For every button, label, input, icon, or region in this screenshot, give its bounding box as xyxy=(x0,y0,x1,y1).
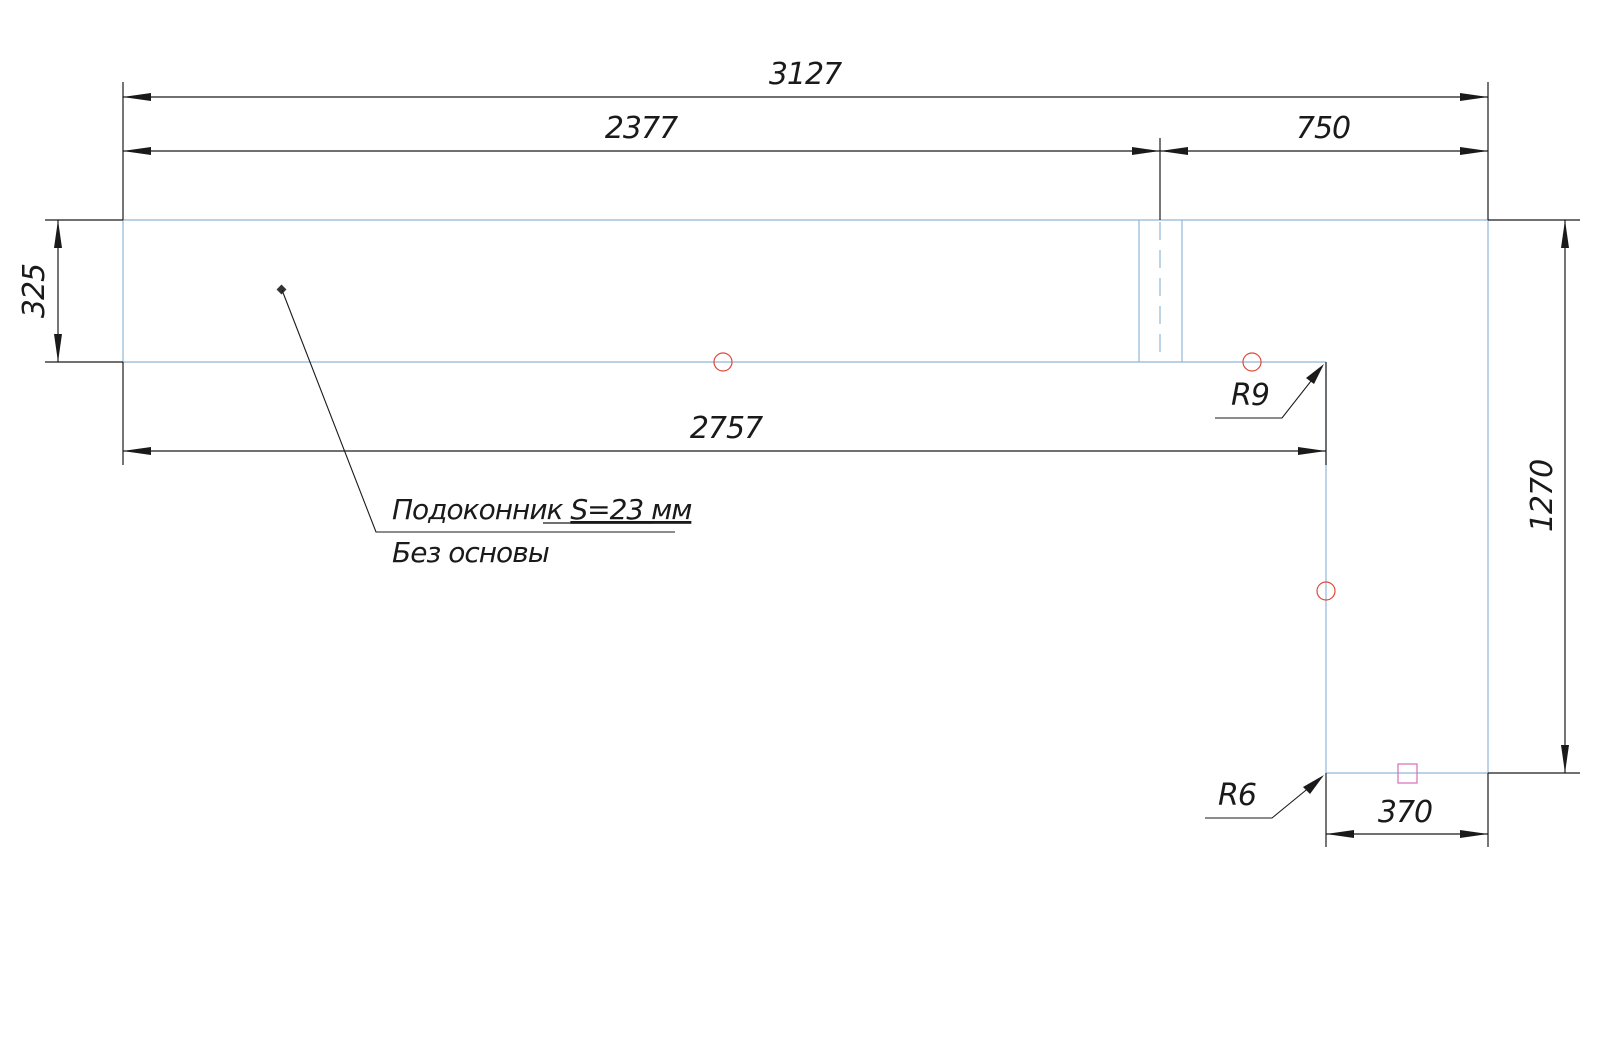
note-thickness-spec: S=23 мм xyxy=(570,493,692,526)
arrow-left-depth-top xyxy=(54,220,62,248)
dimension-overall: 3127 xyxy=(123,57,1488,101)
note-callout: Подоконник S=23 мм Без основы xyxy=(276,284,693,569)
marker-circle-vertical xyxy=(1316,581,1336,601)
marker-circle-right xyxy=(1242,352,1262,372)
dimension-left-segment: 2377 xyxy=(123,111,1160,155)
note-line-2: Без основы xyxy=(392,536,549,569)
marker-circle-left xyxy=(713,352,733,372)
arrow-right-segment-right xyxy=(1460,147,1488,155)
leader-note xyxy=(281,289,675,533)
dim-text-right-depth: 1270 xyxy=(1525,460,1560,532)
arrow-right-depth-top xyxy=(1561,220,1569,248)
arrow-overall-left xyxy=(123,93,151,101)
dim-text-inner-length: 2757 xyxy=(690,411,763,446)
dimension-inner-length: 2757 xyxy=(123,411,1326,455)
marker-square-bottom xyxy=(1397,763,1418,784)
seam-joint xyxy=(1138,220,1183,362)
dimension-right-depth: 1270 xyxy=(1525,220,1569,773)
dimension-right-segment: 750 xyxy=(1160,111,1488,155)
note-line-1: Подоконник S=23 мм xyxy=(392,493,692,526)
arrow-inner-length-right xyxy=(1298,447,1326,455)
arrow-overall-right xyxy=(1460,93,1488,101)
arrow-bottom-width-right xyxy=(1460,830,1488,838)
part-outline xyxy=(122,219,1489,774)
radius-text-inner: R9 xyxy=(1231,378,1269,413)
arrow-radius-inner xyxy=(1306,364,1324,384)
arrow-right-depth-bottom xyxy=(1561,745,1569,773)
dimension-left-depth: 325 xyxy=(17,220,62,362)
arrow-right-segment-left xyxy=(1160,147,1188,155)
arrow-left-segment-left xyxy=(123,147,151,155)
leader-radius-inner xyxy=(1215,366,1323,419)
dim-text-overall: 3127 xyxy=(769,57,842,92)
dim-text-bottom-width: 370 xyxy=(1378,795,1432,830)
arrow-radius-bottom xyxy=(1303,775,1324,794)
dim-text-right-segment: 750 xyxy=(1296,111,1350,146)
leader-radius-bottom xyxy=(1205,776,1323,819)
dim-text-left-depth: 325 xyxy=(17,264,52,318)
dim-text-left-segment: 2377 xyxy=(605,111,678,146)
arrow-left-depth-bottom xyxy=(54,334,62,362)
radius-callout-bottom: R6 xyxy=(1205,775,1324,819)
extension-lines xyxy=(45,82,1580,847)
note-material-label: Подоконник xyxy=(392,493,570,526)
leader-origin-dot xyxy=(276,284,287,295)
radius-text-bottom: R6 xyxy=(1218,778,1256,813)
arrow-bottom-width-left xyxy=(1326,830,1354,838)
dimension-bottom-width: 370 xyxy=(1326,795,1488,838)
arrow-inner-length-left xyxy=(123,447,151,455)
radius-callout-inner: R9 xyxy=(1215,364,1324,419)
arrow-left-segment-right xyxy=(1132,147,1160,155)
markers xyxy=(713,352,1418,784)
